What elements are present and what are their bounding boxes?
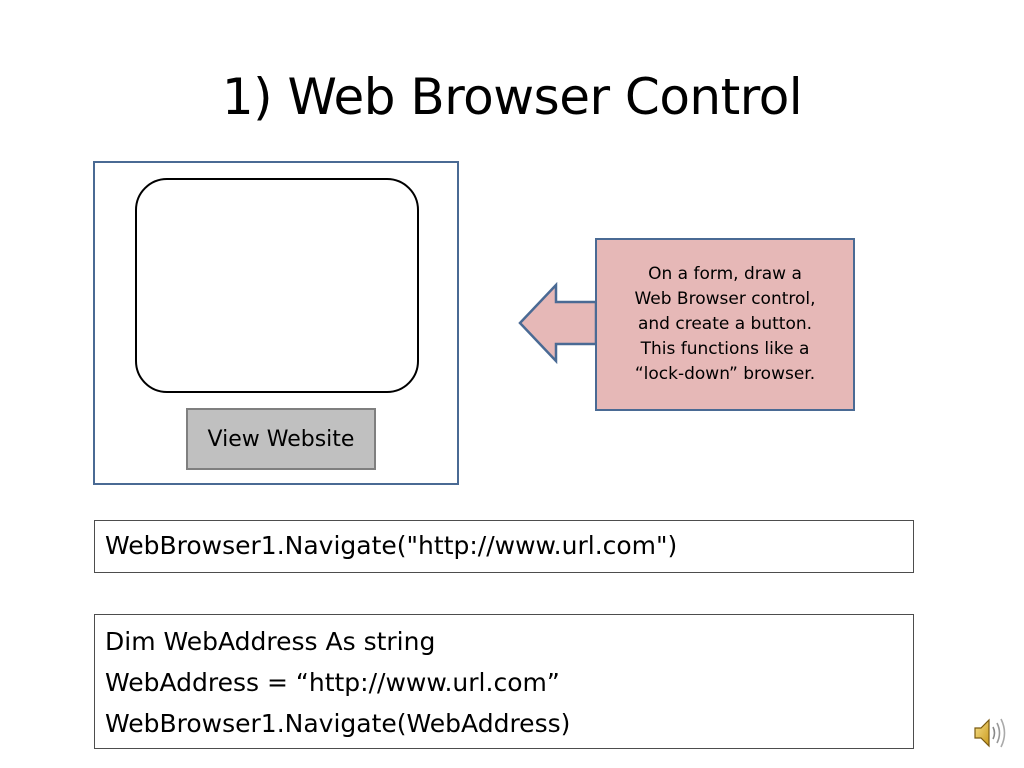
code-line: WebBrowser1.Navigate(WebAddress) bbox=[105, 709, 571, 738]
callout-box: On a form, draw a Web Browser control, a… bbox=[595, 238, 855, 411]
code-line: WebBrowser1.Navigate("http://www.url.com… bbox=[105, 531, 678, 560]
left-arrow-icon bbox=[518, 282, 598, 364]
view-website-button[interactable]: View Website bbox=[186, 408, 376, 470]
web-browser-control-mockup bbox=[135, 178, 419, 393]
speaker-icon[interactable] bbox=[972, 716, 1008, 750]
callout-text: On a form, draw a Web Browser control, a… bbox=[634, 264, 816, 384]
code-line: WebAddress = “http://www.url.com” bbox=[105, 668, 560, 697]
slide-title: 1) Web Browser Control bbox=[221, 68, 803, 126]
code-example-navigate-literal: WebBrowser1.Navigate("http://www.url.com… bbox=[94, 520, 914, 573]
code-line: Dim WebAddress As string bbox=[105, 627, 436, 656]
code-example-navigate-variable: Dim WebAddress As string WebAddress = “h… bbox=[94, 614, 914, 749]
